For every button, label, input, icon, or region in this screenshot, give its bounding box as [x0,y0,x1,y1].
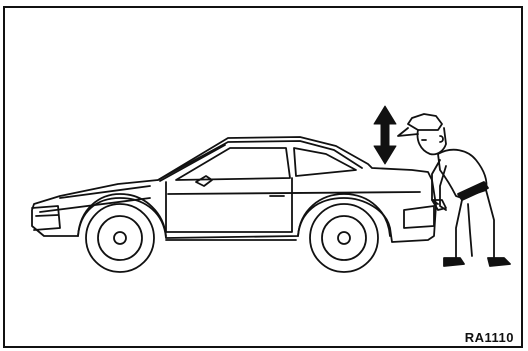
mechanic-leg-front [448,200,462,262]
up-down-arrow-icon [374,106,396,164]
rear-wheel-hub [338,232,350,244]
door-outline [166,178,292,232]
rear-wheel-rim [322,216,366,260]
mechanic-leg-inner [468,204,472,256]
windshield [160,145,225,181]
side-mirror [196,176,212,186]
car-drawing [32,137,436,272]
mechanic-figure [398,114,510,266]
front-bumper-lip [36,215,58,216]
car-greenhouse [158,141,362,180]
front-wheel-tire [86,204,154,272]
front-wheel-rim [98,216,142,260]
rear-bumper [404,206,434,228]
side-window [176,148,290,180]
mechanic-leg-rear [486,190,500,262]
mechanic-shoe-front [444,258,464,266]
mechanic-ear [440,136,443,142]
mechanic-belt [458,182,488,200]
mechanic-shoe-rear [488,258,510,266]
mechanic-cap [408,114,442,130]
front-wheel-hub [114,232,126,244]
figure-code-label: RA1110 [465,330,514,345]
rear-wheel-tire [310,204,378,272]
